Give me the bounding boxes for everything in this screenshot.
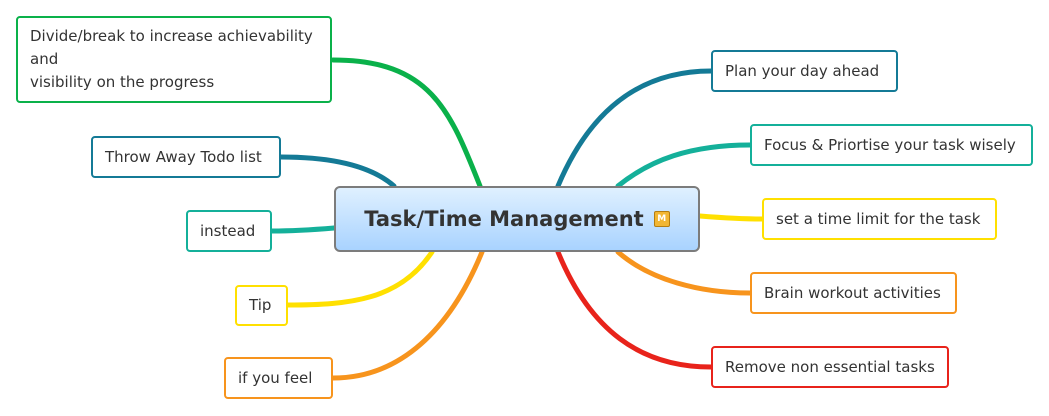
marker-icon: M xyxy=(653,211,670,227)
connector-plan-day xyxy=(555,68,714,189)
topic-remove-nonessential[interactable]: Remove non essential tasks xyxy=(711,346,949,388)
connector-brain-workout xyxy=(615,249,753,296)
connector-divide-break xyxy=(330,57,483,189)
topic-tip[interactable]: Tip xyxy=(235,285,288,326)
connector-tip xyxy=(285,249,435,308)
topic-throw-away-todo[interactable]: Throw Away Todo list xyxy=(91,136,281,178)
topic-label: Plan your day ahead xyxy=(725,61,880,80)
topic-instead[interactable]: instead xyxy=(186,210,272,252)
topic-label: set a time limit for the task xyxy=(776,209,981,228)
connector-remove-tasks xyxy=(555,249,714,370)
connector-if-you-feel xyxy=(330,249,485,381)
connector-focus xyxy=(615,142,753,189)
topic-plan-day-ahead[interactable]: Plan your day ahead xyxy=(711,50,898,92)
topic-time-limit[interactable]: set a time limit for the task xyxy=(762,198,997,240)
topic-if-you-feel[interactable]: if you feel xyxy=(224,357,333,399)
topic-label: Throw Away Todo list xyxy=(105,147,262,166)
topic-label: if you feel xyxy=(238,368,313,387)
topic-label: instead xyxy=(200,221,256,240)
topic-label: Divide/break to increase achievability a… xyxy=(30,27,313,91)
central-topic-title: Task/Time Management xyxy=(364,207,644,231)
connector-instead xyxy=(269,225,337,234)
topic-divide-break[interactable]: Divide/break to increase achievability a… xyxy=(16,16,332,103)
topic-label: Remove non essential tasks xyxy=(725,357,935,376)
topic-label: Brain workout activities xyxy=(764,283,941,302)
central-topic[interactable]: Task/Time Management M xyxy=(334,186,700,252)
connector-throw-away xyxy=(278,154,397,189)
connector-time-limit xyxy=(697,213,765,222)
topic-label: Focus & Priortise your task wisely xyxy=(764,135,1016,154)
topic-focus-prioritise[interactable]: Focus & Priortise your task wisely xyxy=(750,124,1033,166)
topic-brain-workout[interactable]: Brain workout activities xyxy=(750,272,957,314)
topic-label: Tip xyxy=(249,296,272,314)
